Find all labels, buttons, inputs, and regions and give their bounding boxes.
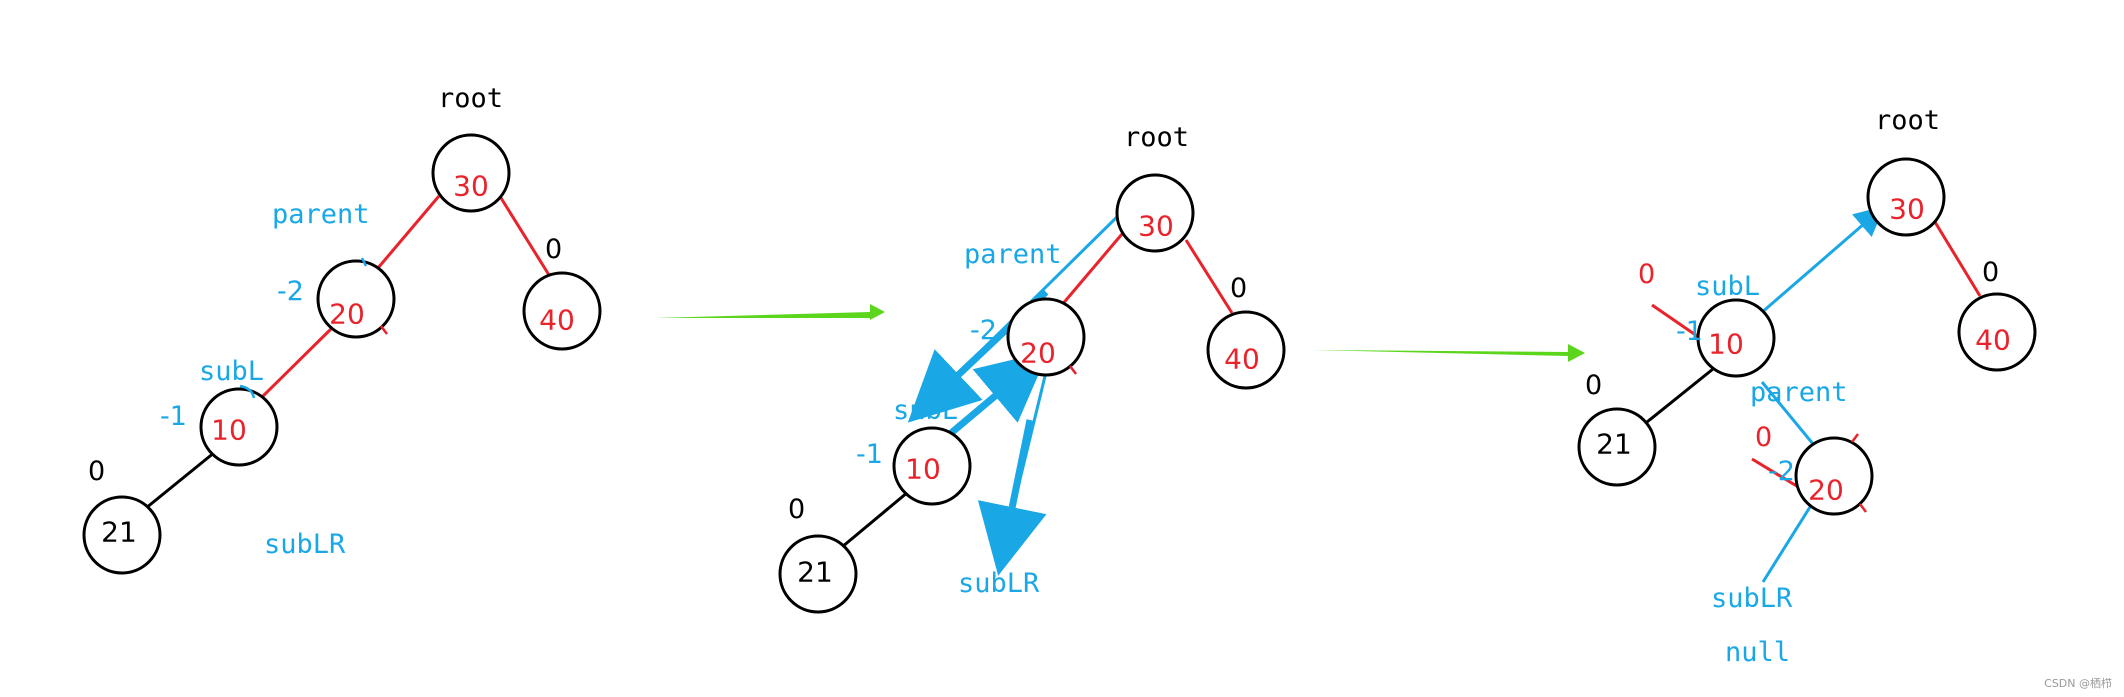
pointer-subL-to-parent bbox=[935, 350, 1049, 447]
node-value: 21 bbox=[101, 516, 137, 549]
node-value: 21 bbox=[1596, 428, 1632, 461]
node-40: 40 bbox=[1957, 292, 2037, 372]
edge-tick bbox=[1851, 433, 1859, 443]
bf-20: -2 bbox=[277, 276, 304, 307]
subL-label: subL bbox=[893, 395, 958, 426]
node-10: 10 bbox=[199, 387, 279, 467]
edge-10-20 bbox=[1760, 381, 1820, 451]
panel-2: 30 20 40 10 21 root parent subL subLR 0 … bbox=[778, 122, 1286, 614]
node-value: 10 bbox=[1708, 328, 1744, 361]
node-value: 30 bbox=[453, 170, 489, 203]
bf-20-new: 0 bbox=[1755, 422, 1772, 453]
parent-label: parent bbox=[964, 239, 1062, 270]
edge-10-21 bbox=[841, 490, 909, 549]
bf-strike-10 bbox=[1651, 303, 1701, 340]
bf-40: 0 bbox=[1982, 257, 1999, 288]
bf-strike-20 bbox=[1751, 457, 1801, 490]
parent-label: parent bbox=[1750, 377, 1848, 408]
edge-30-20 bbox=[376, 195, 441, 269]
edge-30-40 bbox=[1933, 221, 1982, 297]
watermark: CSDN @栖栉 bbox=[2044, 677, 2112, 690]
edge-tick bbox=[1069, 365, 1077, 375]
node-value: 30 bbox=[1138, 210, 1174, 243]
bf-21: 0 bbox=[788, 494, 805, 525]
null-label: null bbox=[1725, 637, 1790, 668]
panel-1: 30 20 40 10 21 root parent subL subLR 0 … bbox=[82, 83, 602, 575]
pointer-20-subLR bbox=[1761, 506, 1812, 583]
pointer-parent-to-subLR-thick bbox=[977, 419, 1047, 576]
root-label: root bbox=[438, 83, 503, 114]
node-value: 40 bbox=[1224, 343, 1260, 376]
node-21: 21 bbox=[1577, 407, 1657, 487]
node-20: 20 bbox=[1794, 436, 1874, 516]
pointer-parent-to-root-30 bbox=[1759, 206, 1885, 316]
subLR-label: subLR bbox=[264, 529, 346, 560]
root-label: root bbox=[1124, 122, 1189, 153]
bf-40: 0 bbox=[545, 234, 562, 265]
bf-21: 0 bbox=[88, 456, 105, 487]
node-value: 40 bbox=[1975, 324, 2011, 357]
node-20: 20 bbox=[316, 259, 396, 339]
edge-10-21 bbox=[1646, 367, 1714, 424]
edge-30-20 bbox=[1059, 233, 1124, 307]
subLR-label: subLR bbox=[1711, 583, 1793, 614]
node-30: 30 bbox=[1866, 157, 1946, 237]
subL-label: subL bbox=[1695, 271, 1760, 302]
bf-10: -1 bbox=[856, 439, 883, 470]
node-value: 30 bbox=[1889, 193, 1925, 226]
bf-10-new: 0 bbox=[1638, 259, 1655, 290]
bf-40: 0 bbox=[1230, 273, 1247, 304]
edge-tick bbox=[1859, 503, 1867, 513]
bf-10-old: -1 bbox=[1676, 316, 1703, 347]
bf-20-old: -2 bbox=[1768, 456, 1795, 487]
bf-20: -2 bbox=[970, 315, 997, 346]
edge-tick bbox=[380, 325, 388, 335]
edge-30-40 bbox=[1184, 239, 1234, 314]
bf-10: -1 bbox=[160, 401, 187, 432]
transition-arrow-1 bbox=[655, 304, 885, 320]
pointer-subL-tick bbox=[239, 384, 256, 399]
node-30: 30 bbox=[431, 133, 511, 213]
node-value: 20 bbox=[1020, 337, 1056, 370]
node-20: 20 bbox=[1006, 297, 1086, 377]
parent-label: parent bbox=[272, 199, 370, 230]
node-value: 40 bbox=[539, 304, 575, 337]
node-10: 10 bbox=[1696, 298, 1776, 378]
root-label: root bbox=[1875, 105, 1940, 136]
pointer-parent-tick bbox=[360, 257, 368, 267]
bf-21: 0 bbox=[1585, 370, 1602, 401]
edge-20-10 bbox=[257, 324, 336, 402]
subL-label: subL bbox=[199, 356, 264, 387]
node-value: 21 bbox=[797, 556, 833, 589]
node-value: 10 bbox=[211, 414, 247, 447]
node-40: 40 bbox=[1206, 310, 1286, 390]
subLR-label: subLR bbox=[958, 568, 1040, 599]
transition-arrow-2 bbox=[1313, 344, 1585, 362]
panel-3: 30 10 40 21 20 root subL parent subLR nu… bbox=[1577, 105, 2037, 668]
edge-30-40 bbox=[499, 197, 551, 276]
node-40: 40 bbox=[522, 271, 602, 351]
node-value: 20 bbox=[329, 298, 365, 331]
node-value: 20 bbox=[1808, 474, 1844, 507]
node-10: 10 bbox=[892, 426, 972, 506]
edge-10-21 bbox=[145, 450, 216, 510]
node-value: 10 bbox=[905, 453, 941, 486]
node-30: 30 bbox=[1115, 173, 1195, 253]
node-21: 21 bbox=[778, 534, 858, 614]
node-21: 21 bbox=[82, 495, 162, 575]
